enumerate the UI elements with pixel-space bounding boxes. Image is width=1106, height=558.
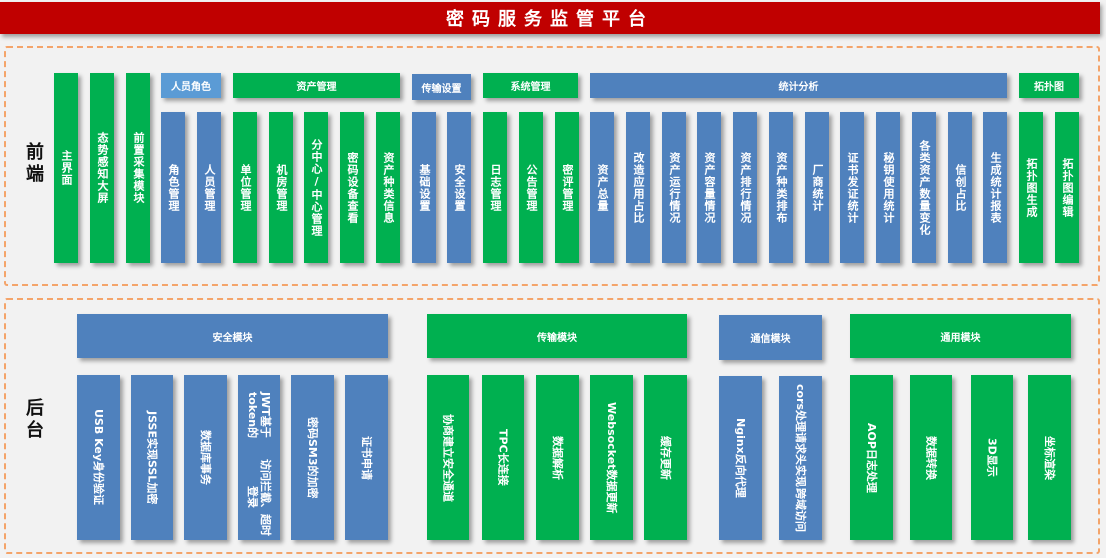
backend-module-box: Websocket数据更新 — [590, 375, 633, 540]
backend-module-box: 3D显示 — [971, 375, 1013, 540]
frontend-module-box: 密码设备查看 — [340, 112, 364, 263]
backend-module-label: Websocket数据更新 — [605, 401, 618, 514]
frontend-module-box: 角色管理 — [161, 112, 185, 263]
backend-module-label: 访问拦截、超时登录 — [246, 458, 272, 536]
backend-module-box: AOP日志处理 — [850, 375, 893, 540]
backend-module-box: 数据转换 — [910, 375, 952, 540]
frontend-module-box: 拓扑图生成 — [1019, 112, 1043, 263]
backend-module-box: 数据库事务 — [184, 375, 227, 540]
backend-header: 传输模块 — [427, 314, 687, 358]
backend-module-label: 协商建立安全通道 — [441, 413, 455, 502]
backend-module-label: cors处理请求头实现 — [794, 384, 807, 488]
backend-module-box: 密码SM3的加密 — [291, 375, 334, 540]
frontend-module-box: 资产运行情况 — [662, 112, 686, 263]
backend-module-box: 数据解析 — [536, 375, 579, 540]
backend-header: 通用模块 — [850, 314, 1071, 358]
backend-module-label: 跨域访问 — [794, 487, 807, 532]
frontend-module-box: 基础设置 — [412, 112, 436, 263]
backend-module-box: 坐标渲染 — [1028, 375, 1071, 540]
backend-module-label: 3D显示 — [985, 438, 999, 477]
frontend-module-box: 资产容量情况 — [697, 112, 721, 263]
backend-module-label: USB Key身份验证 — [92, 409, 105, 506]
backend-module-label: 坐标渲染 — [1043, 435, 1056, 480]
backend-module-box: TPC长连接 — [482, 375, 524, 540]
frontend-module-box: 资产排行情况 — [733, 112, 757, 263]
page-title: 密码服务监管平台 — [0, 2, 1100, 34]
backend-module-label: 数据转换 — [924, 435, 938, 480]
backend-module-label: 缓存更新 — [659, 435, 672, 480]
backend-module-label: 数据库事务 — [199, 430, 212, 485]
frontend-module-box: 机房管理 — [269, 112, 293, 263]
backend-module-label: 数据解析 — [551, 435, 564, 480]
frontend-module-box: 日志管理 — [483, 112, 507, 263]
frontend-module-box: 单位管理 — [233, 112, 257, 263]
frontend-module-box: 态势感知大屏 — [90, 73, 114, 263]
backend-module-label: Nginx反向代理 — [734, 418, 747, 498]
frontend-module-box: 安全设置 — [447, 112, 471, 263]
backend-header: 安全模块 — [77, 314, 388, 358]
frontend-module-box: 公告管理 — [519, 112, 543, 263]
backend-module-box: 缓存更新 — [644, 375, 687, 540]
frontend-label: 前端 — [26, 142, 44, 185]
frontend-module-box: 信创占比 — [948, 112, 972, 263]
frontend-module-box: 资产种类信息 — [376, 112, 400, 263]
backend-module-box: cors处理请求头实现跨域访问 — [779, 376, 822, 540]
frontend-module-box: 资产种类排布 — [769, 112, 793, 263]
frontend-module-box: 拓扑图编辑 — [1055, 112, 1079, 263]
frontend-module-box: 厂商统计 — [805, 112, 829, 263]
backend-module-label: TPC长连接 — [496, 429, 510, 486]
backend-module-label: JSSE实现SSL加密 — [145, 410, 159, 505]
backend-header: 通信模块 — [719, 315, 822, 360]
backend-label: 后台 — [26, 398, 44, 441]
frontend-module-box: 密评管理 — [555, 112, 579, 263]
frontend-header: 统计分析 — [590, 73, 1007, 98]
backend-module-box: JWT基于token的访问拦截、超时登录 — [238, 375, 280, 540]
frontend-module-box: 主界面 — [54, 73, 78, 263]
backend-module-label: 密码SM3的加密 — [306, 416, 319, 499]
frontend-module-box: 前置采集模块 — [126, 73, 150, 263]
backend-module-label: AOP日志处理 — [865, 422, 878, 493]
frontend-header: 拓扑图 — [1019, 73, 1079, 98]
frontend-module-box: 秘钥使用统计 — [876, 112, 900, 263]
frontend-header: 资产管理 — [233, 73, 400, 98]
frontend-header: 人员角色 — [161, 73, 221, 98]
frontend-header: 系统管理 — [483, 73, 578, 98]
backend-module-label: JWT基于token的 — [246, 391, 272, 438]
frontend-module-box: 资产总量 — [590, 112, 614, 263]
frontend-module-box: 证书发证统计 — [840, 112, 864, 263]
frontend-section — [4, 46, 1100, 286]
backend-section — [4, 298, 1100, 554]
frontend-module-box: 生成统计报表 — [983, 112, 1007, 263]
backend-module-box: 协商建立安全通道 — [427, 375, 469, 540]
frontend-module-box: 改造应用占比 — [626, 112, 650, 263]
frontend-module-box: 分中心/中心管理 — [304, 112, 328, 263]
backend-module-box: USB Key身份验证 — [77, 375, 120, 540]
backend-module-box: Nginx反向代理 — [719, 376, 762, 540]
frontend-header: 传输设置 — [412, 74, 471, 100]
backend-module-label: 证书申请 — [360, 435, 373, 480]
backend-module-box: JSSE实现SSL加密 — [131, 375, 173, 540]
frontend-module-box: 人员管理 — [197, 112, 221, 263]
backend-module-box: 证书申请 — [345, 375, 388, 540]
frontend-module-box: 各类资产数量变化 — [912, 112, 936, 263]
